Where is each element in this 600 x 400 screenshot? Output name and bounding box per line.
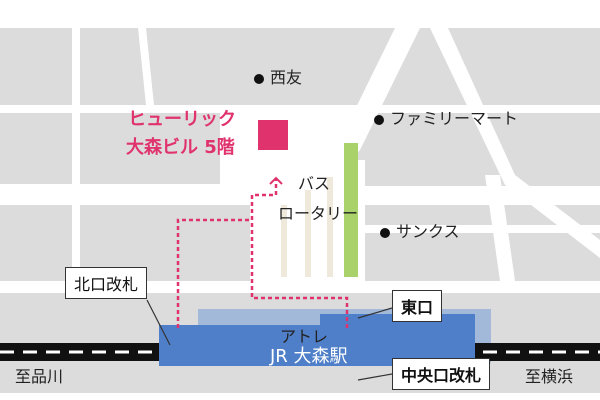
landmark-familymart: ファミリーマート bbox=[374, 105, 518, 129]
landmark-dot-icon bbox=[374, 114, 384, 125]
walking-route bbox=[176, 178, 349, 328]
landmark-dot-icon bbox=[380, 227, 390, 238]
landmark-dot-icon bbox=[254, 73, 264, 84]
landmark-label: 西友 bbox=[270, 68, 303, 87]
central-gate-callout: 中央口改札 bbox=[392, 358, 491, 390]
jr-station-building bbox=[159, 314, 475, 366]
direction-yokohama: 至横浜 bbox=[525, 367, 574, 386]
destination-marker bbox=[258, 120, 288, 150]
landmark-sunkus: サンクス bbox=[380, 218, 460, 242]
station-label: JR 大森駅 bbox=[270, 346, 348, 367]
destination-name-line1: ヒューリック bbox=[128, 109, 236, 130]
landmark-label: サンクス bbox=[396, 222, 460, 241]
rotary-lanes bbox=[281, 177, 333, 277]
bus-lane bbox=[344, 143, 358, 277]
atre-label: アトレ bbox=[280, 327, 329, 346]
route-arrow-icon bbox=[269, 176, 283, 185]
bus-rotary-label-line2: ロータリー bbox=[278, 204, 359, 223]
landmark-seiyu: 西友 bbox=[254, 64, 302, 88]
north-gate-callout: 北口改札 bbox=[65, 267, 148, 299]
east-exit-callout: 東口 bbox=[392, 290, 443, 322]
destination-name-line2: 大森ビル 5階 bbox=[126, 137, 235, 158]
landmark-label: ファミリーマート bbox=[390, 109, 519, 128]
direction-shinagawa: 至品川 bbox=[15, 367, 64, 386]
bus-rotary-label-line1: バス bbox=[298, 174, 331, 193]
callout-lines bbox=[146, 299, 393, 381]
